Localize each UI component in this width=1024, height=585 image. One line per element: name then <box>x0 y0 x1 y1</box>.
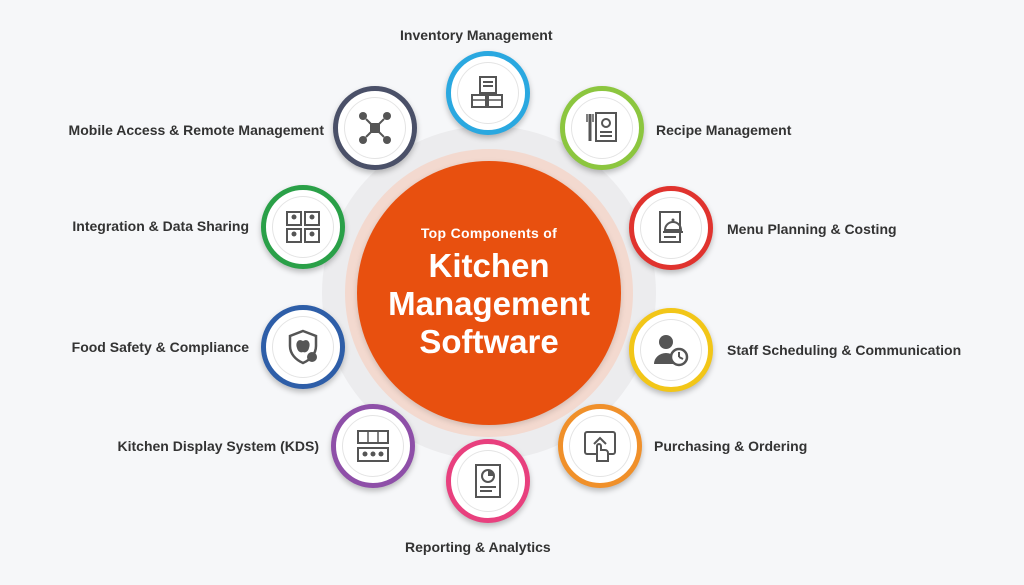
label-purchasing: Purchasing & Ordering <box>654 438 808 454</box>
video-grid-icon <box>286 211 320 243</box>
network-people-icon <box>359 112 391 144</box>
label-recipe-management: Recipe Management <box>656 122 792 138</box>
kitchen-display-icon <box>357 430 389 462</box>
menu-cloche-icon <box>659 211 683 243</box>
label-inventory-management: Inventory Management <box>400 27 553 43</box>
node-mobile-access <box>333 86 417 170</box>
staff-clock-icon <box>654 335 689 367</box>
node-menu-planning <box>629 186 713 270</box>
node-inventory-management <box>446 51 530 135</box>
label-reporting: Reporting & Analytics <box>405 539 551 555</box>
node-food-safety <box>261 305 345 389</box>
label-mobile-access: Mobile Access & Remote Management <box>68 122 324 138</box>
label-staff-scheduling: Staff Scheduling & Communication <box>727 342 962 358</box>
tablet-order-icon <box>584 431 616 462</box>
node-integration <box>261 185 345 269</box>
hub-subtitle: Top Components of <box>420 225 558 241</box>
inventory-boxes-icon <box>471 76 503 108</box>
node-reporting <box>446 439 530 523</box>
node-purchasing <box>558 404 642 488</box>
node-kds <box>331 404 415 488</box>
hub-title: Kitchen Management Software <box>388 247 590 360</box>
shield-apple-icon <box>288 329 318 365</box>
label-kds: Kitchen Display System (KDS) <box>117 438 320 454</box>
node-staff-scheduling <box>629 308 713 392</box>
central-hub: Top Components of Kitchen Management Sof… <box>357 161 621 425</box>
recipe-book-icon <box>586 112 617 142</box>
label-food-safety: Food Safety & Compliance <box>71 339 249 355</box>
label-integration: Integration & Data Sharing <box>72 218 249 234</box>
node-recipe-management <box>560 86 644 170</box>
label-menu-planning: Menu Planning & Costing <box>727 221 897 237</box>
report-chart-icon <box>475 464 501 498</box>
